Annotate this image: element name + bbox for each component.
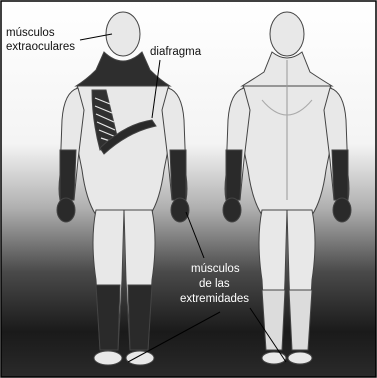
front-right-shin [128, 285, 152, 350]
front-left-hand [57, 198, 75, 222]
front-right-hand [171, 198, 189, 222]
back-left-foot [262, 352, 286, 364]
back-head [270, 12, 304, 56]
label-diaphragm: diafragma [150, 46, 202, 58]
front-right-forearm [170, 150, 186, 200]
back-right-foot [288, 352, 312, 364]
front-torso [73, 86, 174, 215]
back-left-forearm [226, 150, 242, 200]
back-left-hand [223, 198, 241, 222]
back-left-calf [262, 290, 285, 350]
label-limbs-3: extremidades [180, 293, 249, 305]
label-extraocular-2: extraoculares [6, 41, 75, 53]
front-right-foot [126, 351, 154, 365]
label-limbs-2: de las [199, 278, 230, 290]
label-limbs-1: músculos [191, 263, 240, 275]
back-right-calf [289, 290, 312, 350]
back-right-forearm [332, 150, 348, 200]
front-left-forearm [60, 150, 76, 200]
front-left-foot [94, 351, 122, 365]
label-extraocular-1: músculos [6, 27, 55, 39]
back-right-hand [333, 198, 351, 222]
front-left-shin [96, 285, 120, 350]
